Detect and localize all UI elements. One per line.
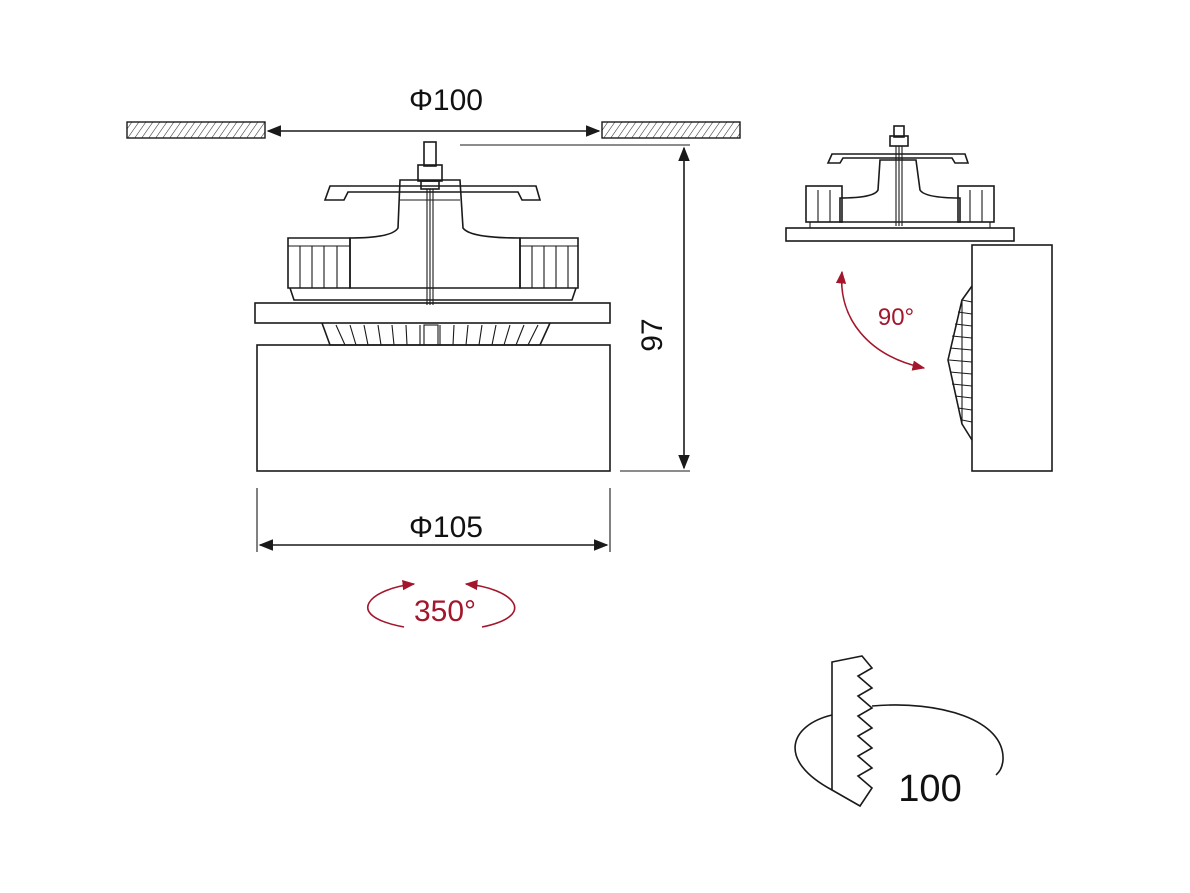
flange-plate — [254, 302, 611, 324]
bolt-nut — [417, 164, 443, 182]
ring-right — [519, 237, 579, 289]
bracket-body — [349, 179, 521, 289]
ring-left — [287, 237, 351, 289]
lamp-body — [256, 344, 611, 472]
arc-arrow-icon — [835, 270, 926, 371]
spring-clip — [323, 185, 542, 201]
height-dimension-label: 97 — [636, 318, 669, 351]
thickness-arc-right — [871, 704, 1004, 776]
body-dimension-label: Φ105 — [409, 511, 483, 544]
bolt-stem — [423, 141, 437, 167]
front-view: Φ100 — [126, 84, 741, 628]
rotate-arrows-icon — [367, 579, 516, 628]
thickness-arc-left — [794, 714, 833, 791]
tilted-rings — [805, 185, 995, 228]
tilted-spring-clip — [826, 153, 970, 164]
zigzag-break-icon — [831, 655, 874, 808]
ceiling-thickness-indicator: 100 — [794, 655, 1004, 810]
tilted-fins — [947, 285, 973, 441]
cutout-dimension-label: Φ100 — [409, 84, 483, 117]
tilted-lamp-body — [971, 244, 1053, 472]
bolt-washer — [420, 180, 440, 190]
ceiling-thickness-label: 100 — [898, 768, 961, 810]
heat-sink-fins — [321, 322, 551, 346]
rotation-horizontal-label: 350° — [414, 595, 476, 628]
tilted-flange — [785, 227, 1015, 242]
ring-base — [289, 287, 577, 301]
tilted-view: 90° — [785, 125, 1053, 472]
ceiling-slab-left — [126, 121, 266, 139]
ceiling-slab-right — [601, 121, 741, 139]
rotation-tilt-label: 90° — [878, 304, 914, 331]
